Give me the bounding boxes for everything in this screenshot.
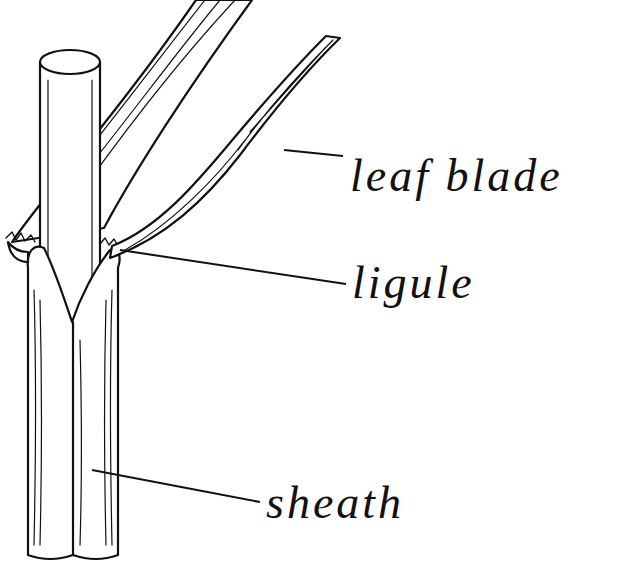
leader-line — [284, 150, 343, 156]
sheath-body — [28, 247, 120, 559]
leaf-blade-front — [110, 36, 340, 258]
part-label: leaf blade — [350, 153, 563, 199]
part-label: ligule — [352, 260, 475, 306]
blade-veins-front — [125, 40, 333, 250]
ligule-left — [8, 242, 28, 262]
part-label: sheath — [266, 480, 404, 526]
stem-top — [40, 50, 100, 74]
sheath-shading — [34, 290, 112, 545]
stem-shading — [48, 80, 92, 300]
leader-line — [92, 470, 260, 502]
sheath-seam — [72, 322, 74, 555]
leader-line — [120, 250, 346, 284]
